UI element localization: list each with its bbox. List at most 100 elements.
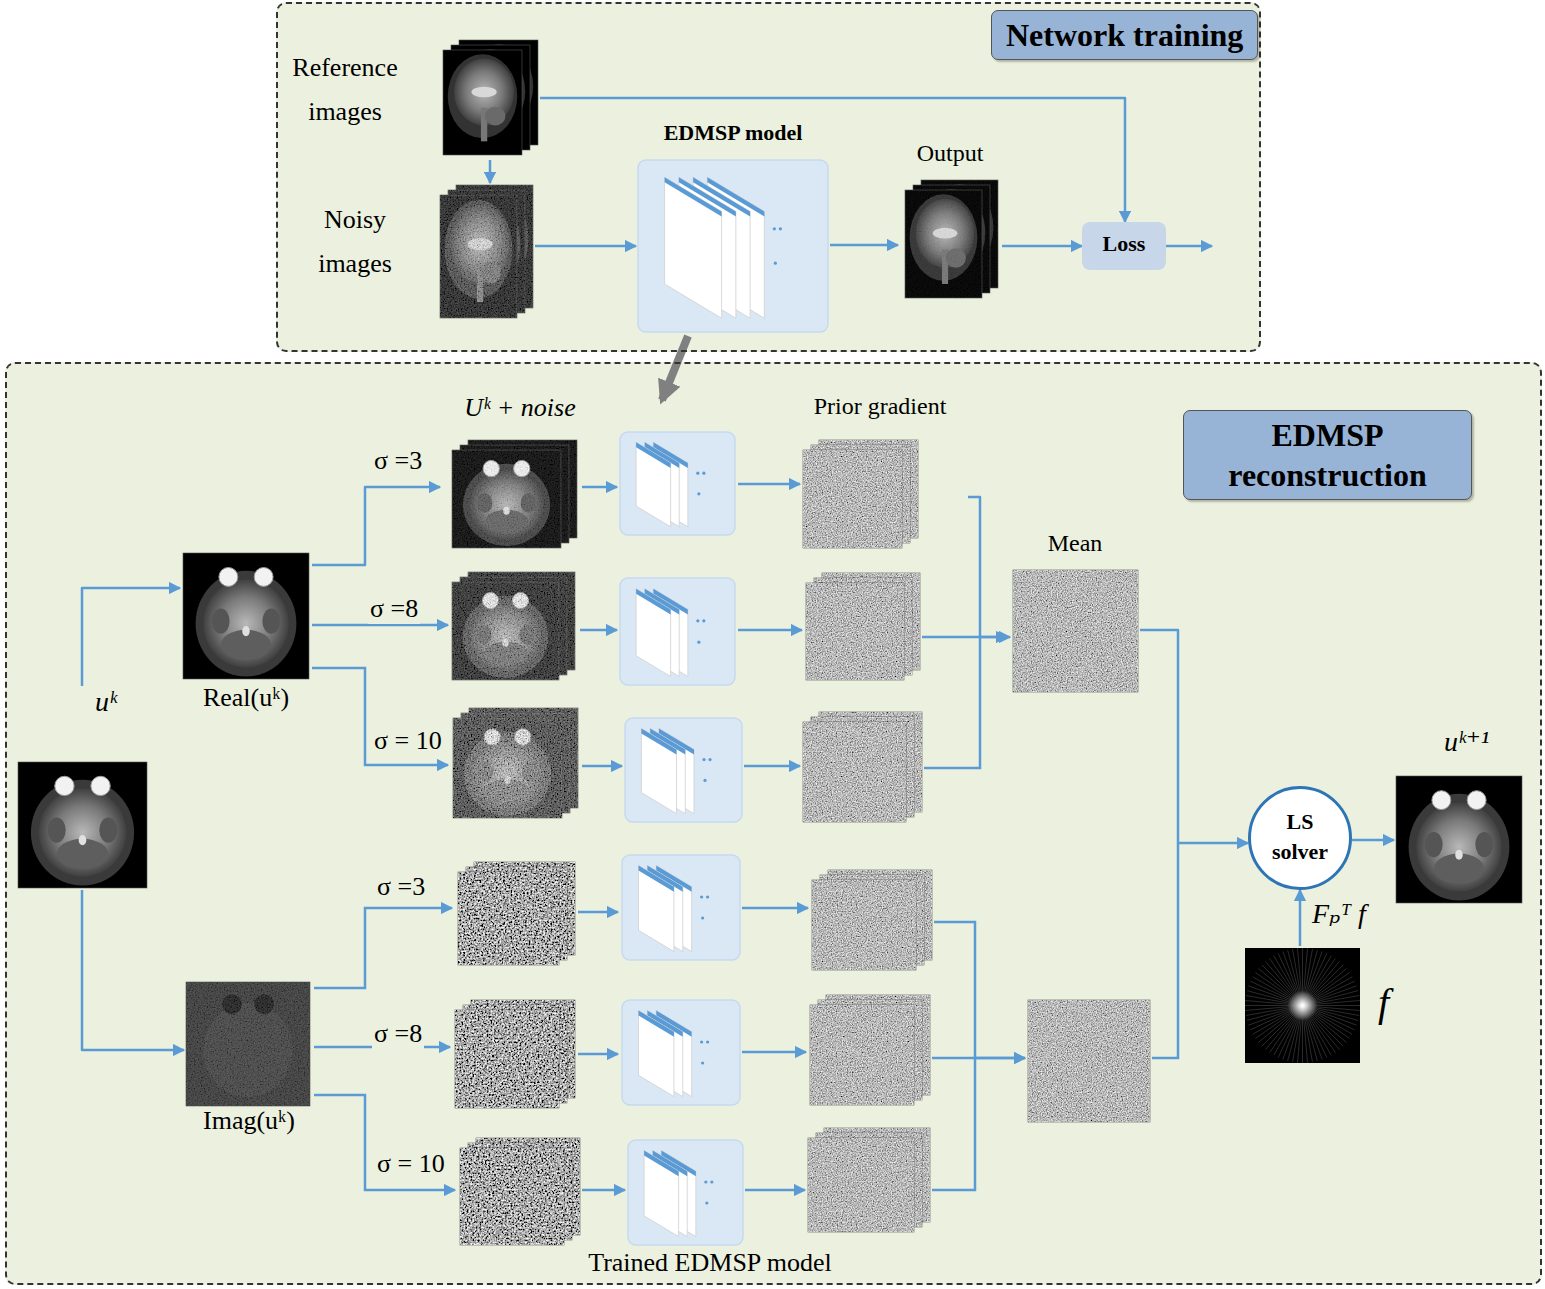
- image: Real(uᵏ): [180, 551, 312, 721]
- radial-spoke: [1283, 951, 1322, 1059]
- cerebellum: [485, 107, 506, 126]
- temporal-lobe: [1475, 832, 1493, 857]
- solver-ring: [1250, 788, 1351, 889]
- mri-image: [808, 1138, 914, 1232]
- solver-circle: LS solver: [1248, 786, 1352, 890]
- image-frame: [1396, 776, 1522, 903]
- radial-spoke: [1278, 953, 1327, 1057]
- noise-texture: [806, 583, 904, 680]
- brain-tissue: [1416, 803, 1502, 892]
- image: Imag(uᵏ): [184, 980, 314, 1140]
- node-label: uᵏ⁺¹: [1444, 726, 1524, 758]
- ellipsis-dot: [703, 779, 706, 782]
- connector: [1140, 630, 1248, 843]
- connector-layer: [82, 98, 1394, 1050]
- ellipsis-dot: [701, 1061, 704, 1064]
- connector: [968, 497, 1010, 637]
- image-stack: Prior gradient: [792, 393, 968, 551]
- network-icon: [620, 432, 735, 535]
- node-label: Uᵏ + noise: [440, 393, 600, 423]
- node-label: uᵏ: [95, 686, 145, 718]
- wire: [738, 483, 800, 486]
- radial-spoke: [1258, 969, 1346, 1043]
- node-label: Prior gradient: [792, 393, 968, 421]
- connector: [540, 98, 1125, 222]
- layer-top: [636, 442, 671, 468]
- image-frame: [452, 582, 559, 680]
- network-icon: [625, 718, 742, 822]
- wire: [582, 1189, 625, 1192]
- temporal-lobe: [262, 608, 280, 633]
- connector: [535, 245, 636, 248]
- label-holder: σ =3: [375, 872, 427, 902]
- ellipsis-dot: [702, 619, 705, 622]
- mri-image: [18, 762, 147, 888]
- layer-top: [641, 728, 676, 754]
- layer-sheet: [639, 1011, 674, 1097]
- ellipsis-dot: [779, 227, 782, 230]
- brain-tissue: [39, 788, 127, 876]
- wire: [314, 908, 452, 988]
- wire: [582, 765, 622, 768]
- ellipsis-dot: [697, 492, 700, 495]
- mri-image: [186, 982, 310, 1106]
- wire: [580, 629, 617, 632]
- mri-image: [455, 1010, 559, 1108]
- noise-overlay: [453, 718, 562, 818]
- mri-image: [453, 718, 562, 818]
- ellipsis-dot: [702, 758, 705, 761]
- layer-top: [639, 866, 674, 892]
- image-frame: [460, 1148, 564, 1245]
- noise-texture: [1028, 1000, 1150, 1122]
- noise-texture: [803, 722, 906, 822]
- temporal-lobe: [48, 817, 66, 842]
- image-stack: Output: [898, 140, 1002, 302]
- image-frame: [452, 450, 561, 548]
- mri-image: [812, 880, 916, 970]
- wire: [932, 1058, 975, 1190]
- image-frame: [905, 190, 982, 298]
- ellipsis-dot: [705, 1201, 708, 1204]
- layer-sheet: [639, 866, 674, 952]
- radial-spoke: [1255, 973, 1349, 1039]
- label-holder: σ =8: [368, 594, 420, 624]
- ellipsis-dot: [773, 227, 776, 230]
- image: Mean: [1010, 528, 1140, 694]
- image-frame: [1013, 570, 1138, 692]
- image-frame: [443, 50, 522, 155]
- network-ground: [628, 1140, 743, 1245]
- layer-top: [636, 589, 671, 615]
- node-label: Imag(uᵏ): [184, 1106, 314, 1136]
- radial-spoke: [1274, 956, 1332, 1056]
- sigma-label: σ =8: [372, 1019, 424, 1049]
- node-label: Mean: [1010, 530, 1140, 558]
- sigma-label: σ =3: [375, 872, 427, 902]
- wire: [742, 1051, 806, 1054]
- radial-spoke: [1266, 961, 1340, 1049]
- connector: [489, 160, 492, 183]
- mri-image: [452, 450, 561, 548]
- mri-image: [458, 872, 559, 965]
- ellipsis-dot: [696, 472, 699, 475]
- network-ground: [638, 160, 828, 332]
- sigma-label: σ =8: [368, 594, 420, 624]
- noise-texture: [812, 880, 916, 970]
- mri-image: [810, 1005, 914, 1105]
- image-frame: [458, 872, 559, 965]
- noise-texture: [1013, 570, 1138, 692]
- noise-texture: [808, 1138, 914, 1232]
- mri-image: [1013, 570, 1138, 692]
- corpus-callosum: [471, 87, 496, 98]
- temporal-lobe: [212, 608, 230, 633]
- label-holder: σ = 10: [375, 1149, 447, 1179]
- ventricle: [79, 835, 87, 845]
- radial-spoke: [1253, 977, 1353, 1035]
- network-icon: [622, 855, 740, 960]
- wire: [662, 336, 688, 400]
- layer-sheet: [641, 728, 676, 813]
- sigma-label: σ = 10: [372, 726, 444, 756]
- image-frame: [806, 583, 904, 680]
- noise-overlay: [452, 450, 561, 548]
- ellipsis-dot: [702, 472, 705, 475]
- panel-ground: [5, 362, 1542, 1285]
